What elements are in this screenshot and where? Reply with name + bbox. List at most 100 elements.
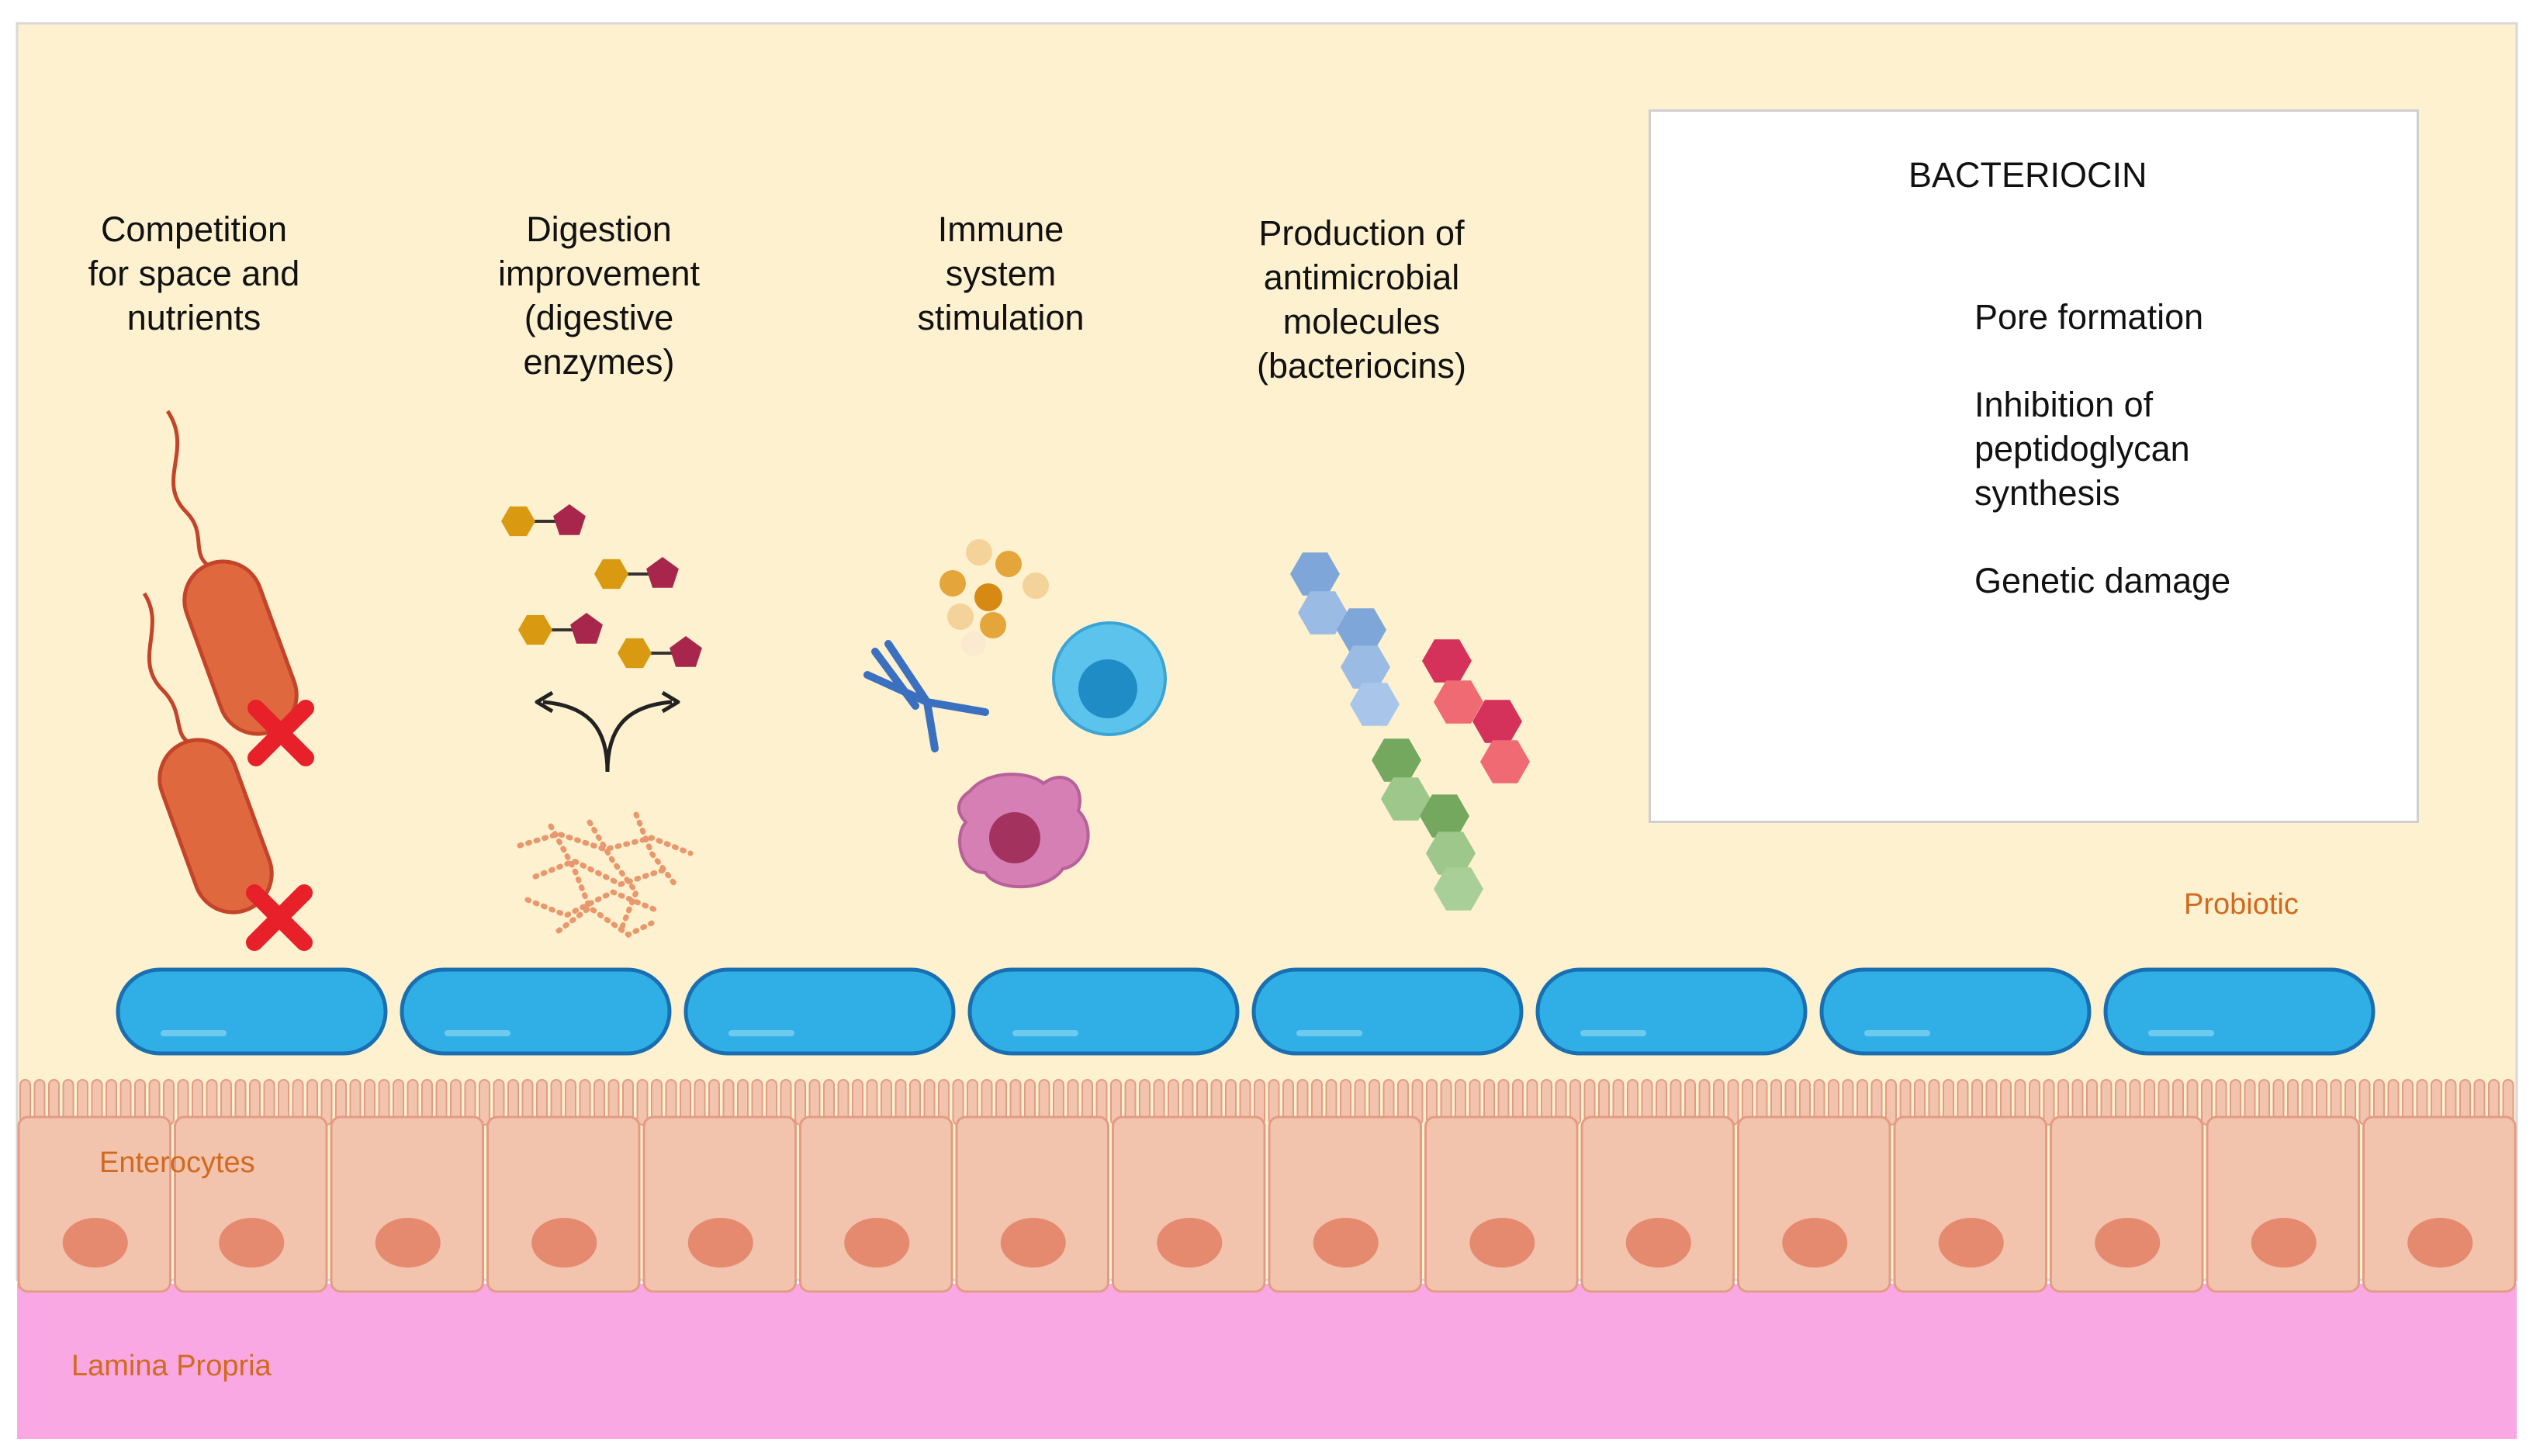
- enterocyte-nucleus: [1625, 1218, 1691, 1268]
- enterocyte-cell: [1424, 1115, 1579, 1293]
- enterocyte-nucleus: [1313, 1218, 1379, 1268]
- probiotic-bacterium: [2103, 967, 2376, 1056]
- digested-fragment: [633, 811, 678, 887]
- peptide-chain: [1372, 738, 1483, 911]
- probiotic-bacterium: [400, 967, 672, 1056]
- enterocyte-nucleus: [844, 1218, 910, 1268]
- mechanism-immune-label: Immune system stimulation: [917, 209, 1085, 337]
- probiotic-bacterium: [1819, 967, 2092, 1056]
- enterocyte-nucleus: [2407, 1218, 2473, 1268]
- probiotic-bacterium: [116, 967, 388, 1056]
- peptide-hexagon: [1434, 867, 1483, 911]
- enterocyte-nucleus: [1000, 1218, 1066, 1268]
- enterocyte-nucleus: [1157, 1218, 1223, 1268]
- enterocyte-nucleus: [62, 1218, 128, 1268]
- bacteriocin-molecules: [1290, 552, 1530, 911]
- enterocyte-cell: [799, 1115, 953, 1293]
- peptide-hexagon: [1298, 591, 1348, 635]
- peptide-hexagon: [1434, 680, 1483, 724]
- enterocyte-nucleus: [2095, 1218, 2161, 1268]
- antibody-icon: [863, 640, 989, 752]
- probiotic-highlight: [1012, 1030, 1078, 1036]
- enterocyte-layer: [17, 1115, 2517, 1293]
- macrophage-icon: [957, 773, 1090, 889]
- peptide-chain: [1422, 639, 1530, 783]
- probiotic-bacterium: [1251, 967, 1524, 1056]
- digested-fragment: [555, 904, 655, 939]
- enterocyte-nucleus: [531, 1218, 597, 1268]
- probiotic-bacterium: [1535, 967, 1808, 1056]
- peptide-hexagon: [1420, 794, 1469, 838]
- probiotic-highlight: [1296, 1030, 1362, 1036]
- digested-fragment: [532, 858, 670, 887]
- enterocyte-cell: [2206, 1115, 2360, 1293]
- digestive-enzyme-molecules: [501, 504, 702, 669]
- enterocyte-nucleus: [2251, 1218, 2317, 1268]
- peptide-hexagon: [1422, 639, 1472, 683]
- pathogen-bacterium-1: [165, 410, 314, 766]
- enterocyte-nucleus: [1938, 1218, 2004, 1268]
- microvillus: [636, 1079, 649, 1126]
- probiotic-bacterium: [967, 967, 1240, 1056]
- probiotic-layer: [116, 967, 2376, 1056]
- enterocyte-nucleus: [1469, 1218, 1535, 1268]
- disaccharide-molecule: [618, 636, 702, 669]
- bacteriocin-box-title: BACTERIOCIN: [1908, 155, 2147, 195]
- lamina-propria-label: Lamina Propria: [71, 1350, 272, 1382]
- peptide-hexagon: [1350, 683, 1400, 726]
- bacteriocin-info-box: [1649, 109, 2419, 823]
- cross-icon: [247, 700, 314, 766]
- enterocyte-cell: [2050, 1115, 2204, 1293]
- enterocyte-cell: [330, 1115, 484, 1293]
- peptide-hexagon: [1426, 832, 1476, 875]
- microvillus: [479, 1079, 490, 1126]
- effect-genetic-damage: Genetic damage: [1974, 561, 2231, 600]
- disaccharide-molecule: [501, 504, 586, 537]
- effect-pore-formation: Pore formation: [1974, 297, 2204, 337]
- cytokine-cluster: [939, 539, 1049, 656]
- enterocyte-cell: [486, 1115, 641, 1293]
- peptide-hexagon: [1472, 700, 1522, 743]
- probiotic-highlight: [445, 1030, 510, 1036]
- peptide-hexagon: [1381, 777, 1431, 821]
- cross-icon: [246, 884, 313, 951]
- probiotic-highlight: [2148, 1030, 2214, 1036]
- peptide-hexagon: [1341, 645, 1390, 689]
- digested-fragments: [517, 811, 694, 939]
- mechanism-bacteriocin-label: Production of antimicrobial molecules (b…: [1256, 213, 1467, 386]
- mechanism-digestion-label: Digestion improvement (digestive enzymes…: [497, 209, 701, 382]
- disaccharide-molecule: [594, 557, 679, 590]
- peptide-hexagon: [1372, 738, 1421, 782]
- enterocyte-cell: [1268, 1115, 1422, 1293]
- peptide-chain: [1290, 552, 1400, 726]
- probiotic-highlight: [728, 1030, 794, 1036]
- enterocyte-cell: [1580, 1115, 1735, 1293]
- pathogen-bacterium-2: [142, 592, 313, 951]
- enterocyte-cell: [1737, 1115, 1891, 1293]
- enterocyte-cell: [955, 1115, 1109, 1293]
- enterocyte-cell: [1112, 1115, 1266, 1293]
- probiotic-highlight: [161, 1030, 227, 1036]
- digested-fragment: [587, 819, 639, 934]
- digested-fragment: [548, 823, 593, 911]
- peptide-hexagon: [1480, 740, 1530, 783]
- split-arrow-icon: [535, 690, 680, 773]
- enterocyte-cell: [1893, 1115, 2047, 1293]
- enterocyte-cell: [642, 1115, 797, 1293]
- enterocyte-cell: [17, 1115, 171, 1293]
- digested-fragment: [517, 831, 694, 856]
- probiotic-highlight: [1580, 1030, 1646, 1036]
- enterocyte-cell: [2362, 1115, 2517, 1293]
- probiotic-bacterium: [683, 967, 956, 1056]
- peptide-hexagon: [1290, 552, 1340, 596]
- enterocyte-nucleus: [375, 1218, 441, 1268]
- disaccharide-molecule: [518, 613, 603, 645]
- mechanism-competition-label: Competition for space and nutrients: [88, 209, 300, 337]
- enterocyte-nucleus: [1782, 1218, 1848, 1268]
- effect-peptidoglycan-inhibition: Inhibition of peptidoglycan synthesis: [1974, 385, 2190, 513]
- peptide-hexagon: [1337, 608, 1386, 652]
- probiotic-highlight: [1864, 1030, 1930, 1036]
- lymphocyte-icon: [1052, 621, 1167, 736]
- enterocytes-label: Enterocytes: [99, 1146, 255, 1179]
- lamina-propria-layer: [17, 1284, 2517, 1439]
